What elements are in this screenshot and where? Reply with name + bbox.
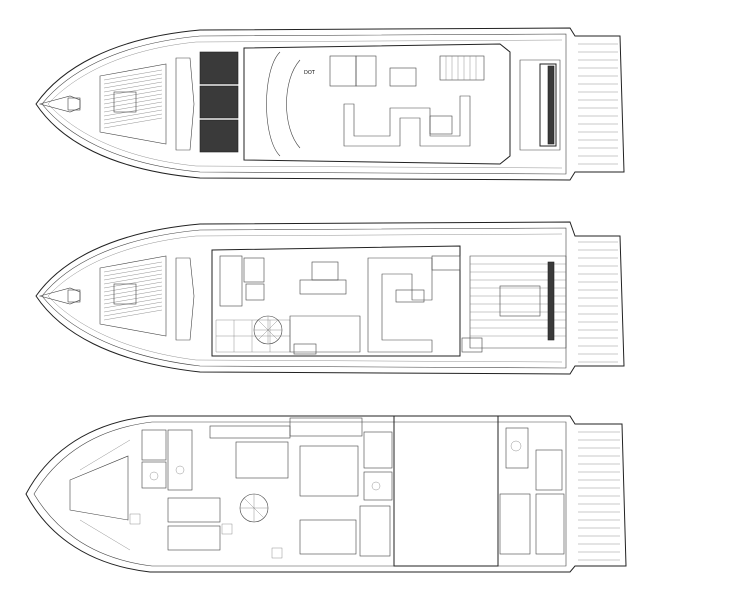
flybridge-plan: DOT <box>35 27 625 181</box>
lower-deck-plan <box>25 415 627 573</box>
main-deck-plan <box>35 221 625 375</box>
flybridge-label: DOT <box>304 70 316 76</box>
